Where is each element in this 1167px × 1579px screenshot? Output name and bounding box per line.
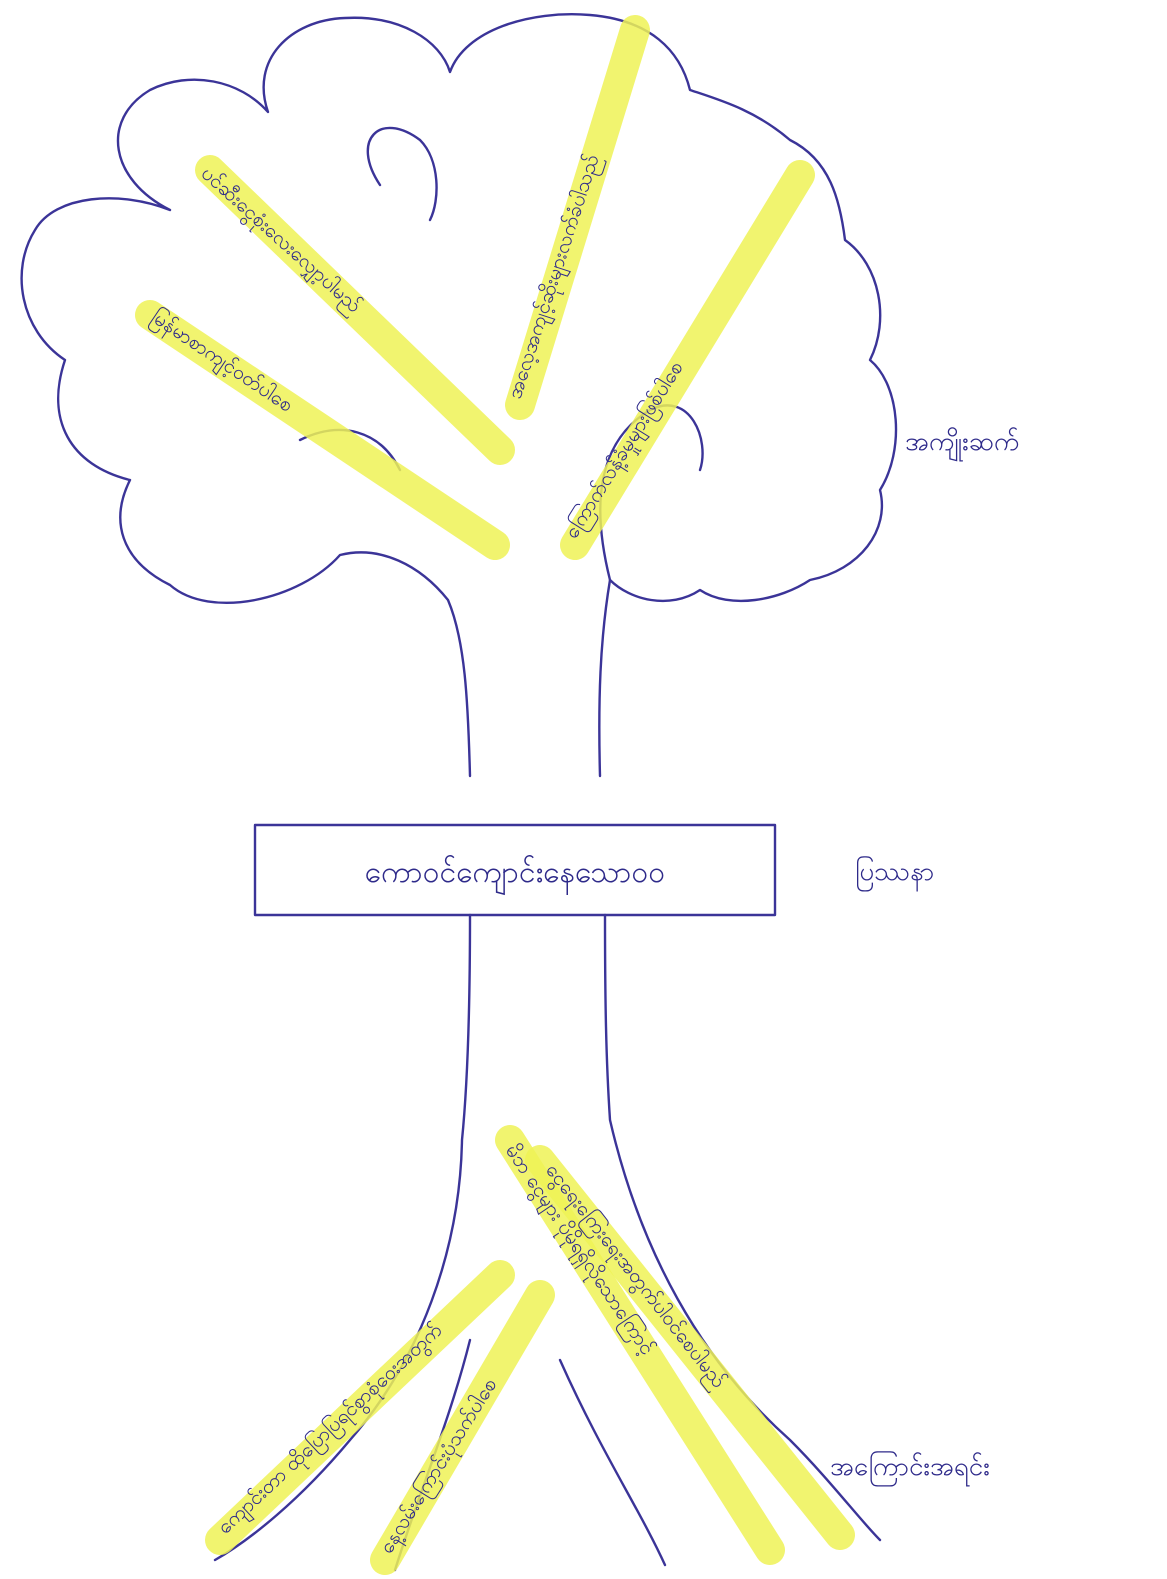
effect-label-1: ပင်ဆီးငွေစုံးလေးလျှော့ပါမည် (194, 161, 367, 321)
root-inner (560, 1360, 665, 1565)
effect-label-2: မြန်မာစာကျင့်ဝတ်ပါစေ (145, 304, 298, 420)
causes-tag: အကြောင်းအရင်း (830, 1449, 990, 1487)
canopy-inner-stroke (368, 128, 437, 220)
trunk-right (605, 915, 880, 1540)
cause-label-2: နေ့လမ်းကြောင်းပုံသက်ပါစေ (374, 1373, 505, 1559)
effects-tag: အကျိုးဆက် (905, 426, 1020, 462)
center-problem-text: ကောဝင်ကျောင်းနေသောဝဝ (365, 855, 665, 896)
effect-label-4: ကြောက်လန့်ခံမှုများဖြစ်ပါစေ (559, 356, 691, 544)
effect-label-3: အလေ့အကျင့်ဆိုးများလက်ခံပါသည် (502, 151, 608, 403)
problem-tag: ပြဿနာ (855, 854, 934, 892)
